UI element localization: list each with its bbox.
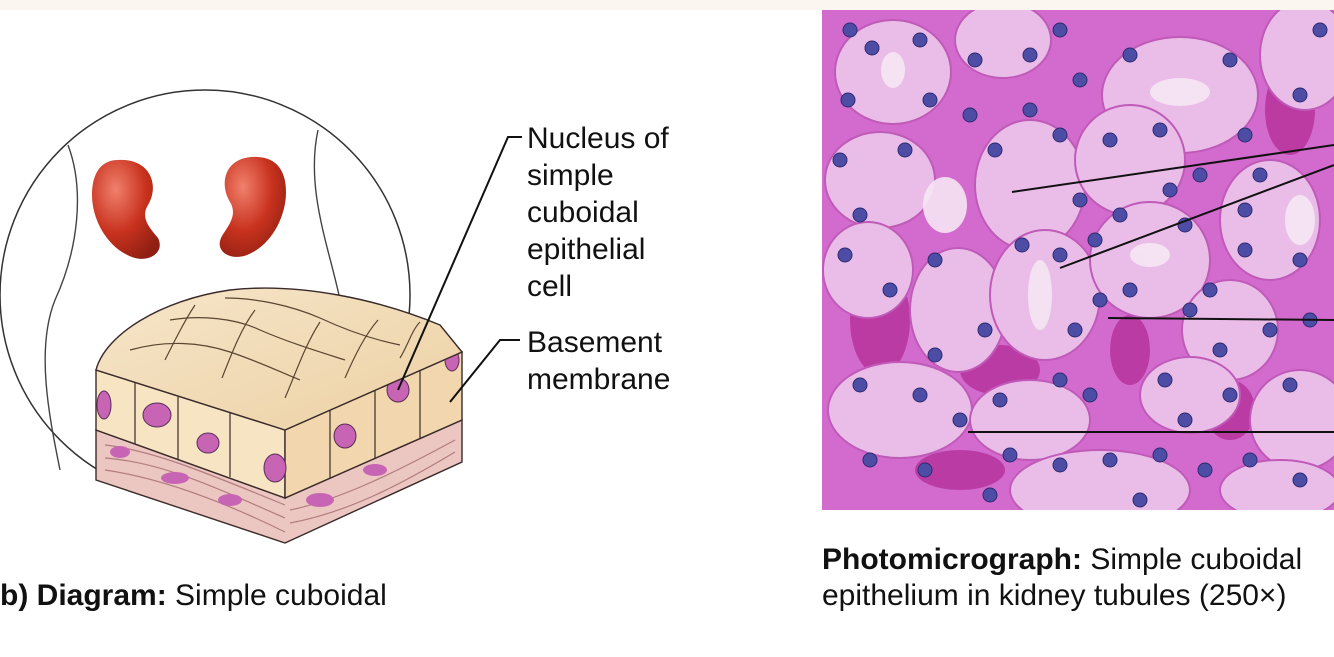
basement-label: Basement membrane <box>527 324 670 398</box>
nucleus-label-line-2: simple <box>527 157 669 194</box>
nucleus-label: Nucleus of simple cuboidal epithelial ce… <box>527 120 669 305</box>
photomicrograph <box>822 0 1334 530</box>
basement-label-line-1: Basement <box>527 324 670 361</box>
basement-label-line-2: membrane <box>527 361 670 398</box>
diagram-caption: b) Diagram: Simple cuboidal <box>0 578 387 614</box>
diagram-caption-text: Simple cuboidal <box>167 579 387 612</box>
diagram-caption-bold: b) Diagram: <box>0 579 167 612</box>
photo-caption: Photomicrograph: Simple cuboidal epithel… <box>822 542 1334 614</box>
photo-caption-line-1: Simple cuboidal <box>1082 543 1302 576</box>
photo-caption-bold: Photomicrograph: <box>822 543 1082 576</box>
nucleus-label-line-4: epithelial <box>527 231 669 268</box>
nucleus-label-line-5: cell <box>527 268 669 305</box>
nucleus-label-line-3: cuboidal <box>527 194 669 231</box>
photo-caption-line-2: epithelium in kidney tubules (250×) <box>822 578 1334 614</box>
nucleus-label-line-1: Nucleus of <box>527 120 669 157</box>
